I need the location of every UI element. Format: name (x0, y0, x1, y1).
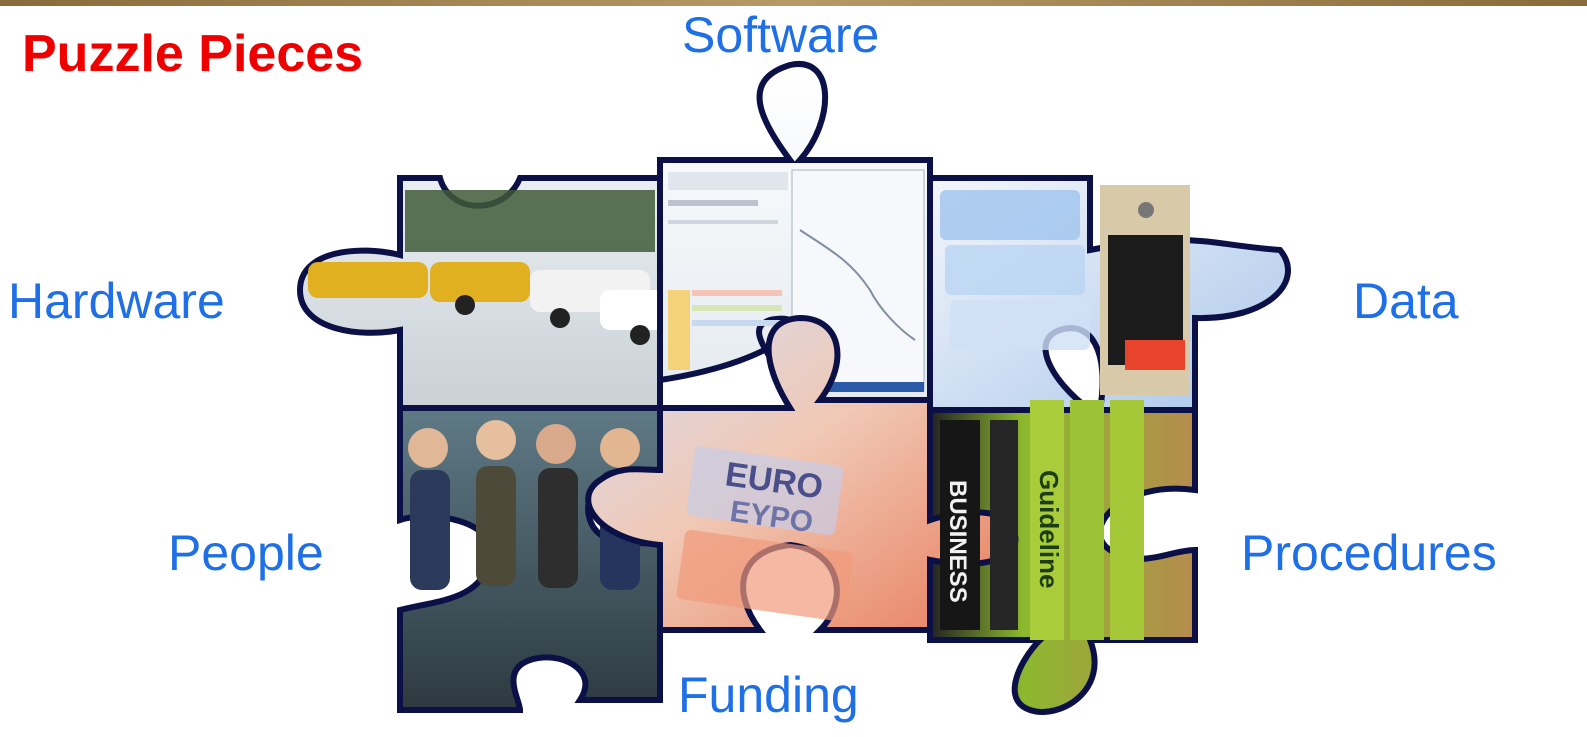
procedures-puzzle-piece: Guideline BUSINESS (927, 400, 1198, 715)
people-label: People (168, 525, 324, 581)
book-spine-text: BUSINESS (944, 480, 971, 603)
data-label: Data (1353, 273, 1459, 329)
slide-top-border (0, 0, 1587, 6)
software-label: Software (682, 7, 880, 63)
funding-puzzle-piece: EURO EYPO (585, 314, 1025, 633)
data-puzzle-piece (927, 175, 1291, 413)
software-puzzle-piece (657, 60, 933, 403)
people-puzzle-piece (397, 405, 663, 713)
hardware-label: Hardware (8, 273, 225, 329)
binder-spine-text: Guideline (1034, 470, 1064, 588)
slide-title: Puzzle Pieces (22, 25, 364, 83)
procedures-label: Procedures (1241, 525, 1497, 581)
hardware-puzzle-piece (296, 175, 746, 411)
funding-label: Funding (678, 667, 859, 723)
